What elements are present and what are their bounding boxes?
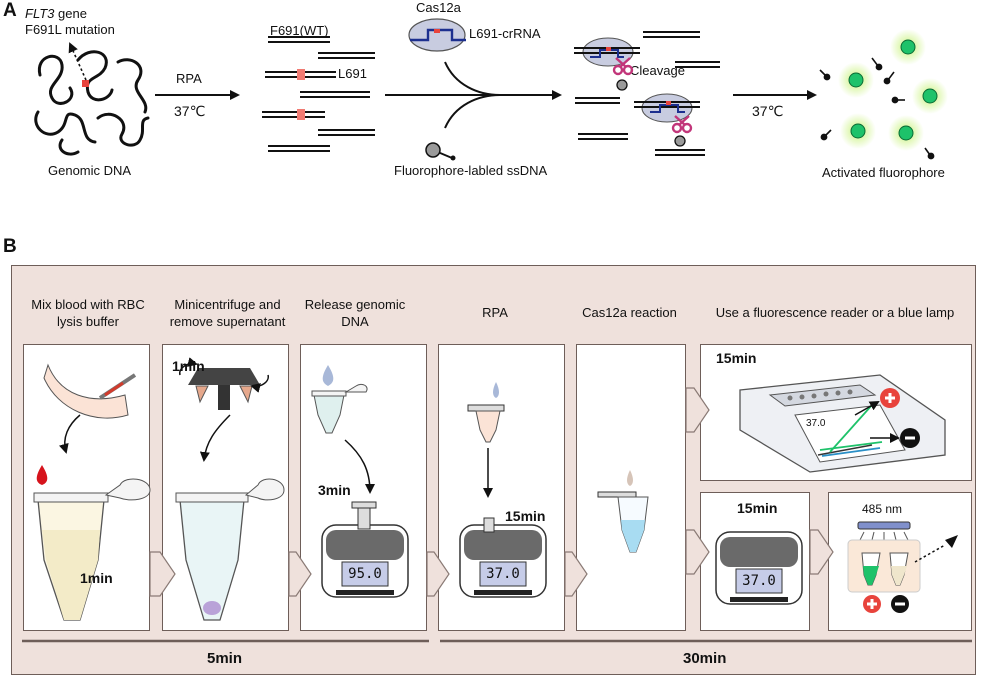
time-rpa: 15min	[505, 508, 546, 524]
mutation-marker	[82, 80, 89, 87]
positive-arrow	[854, 401, 880, 416]
reader-display-text: 37.0	[806, 418, 826, 429]
gene-suffix: gene	[54, 6, 87, 21]
arm-syringe-icon	[43, 363, 137, 419]
time-mix: 1min	[80, 570, 113, 586]
tube-icon-pellet	[175, 478, 285, 621]
activated-fluorophore-icons	[838, 29, 948, 151]
step-title-rpa: RPA	[482, 305, 508, 320]
scissors-icon	[612, 57, 634, 76]
time-lamp: 15min	[737, 500, 778, 516]
curved-arrow	[199, 414, 231, 462]
wt-label: F691(WT)	[270, 23, 329, 38]
cas12a-bound-icon	[634, 93, 700, 123]
rpa-label: RPA	[176, 71, 202, 86]
heater-block-icon	[459, 517, 547, 598]
gene-label: FLT3 gene	[25, 6, 87, 21]
probe-label: Fluorophore-labled ssDNA	[394, 163, 548, 178]
mutation-pointer	[68, 42, 87, 81]
panel-a-illustration	[34, 18, 948, 161]
time-release: 3min	[318, 482, 351, 498]
cas12a-bound-icon	[574, 37, 640, 67]
quencher-fragments	[819, 57, 935, 160]
merge-curve	[444, 94, 501, 129]
heater-display-2-text: 37.0	[486, 566, 520, 582]
wavelength-label: 485 nm	[862, 502, 903, 516]
negative-icon	[900, 428, 920, 448]
genomic-dna-icon	[34, 50, 150, 156]
heater-display-3-text: 37.0	[742, 573, 776, 589]
centrifuge-icon	[179, 357, 269, 410]
time-reader: 15min	[716, 350, 757, 366]
negative-icon	[891, 595, 909, 613]
mutation-label: F691L mutation	[25, 22, 115, 37]
panel-a-letter: A	[3, 0, 17, 21]
temp1-label: 37℃	[174, 103, 206, 119]
step-title-readout: Use a fluorescence reader or a blue lamp	[715, 305, 955, 320]
merge-curve	[444, 61, 501, 96]
amplicon-pool-icon	[262, 36, 375, 152]
temp2-label: 37℃	[752, 103, 784, 119]
curved-arrow	[58, 414, 81, 454]
cas12a-label: Cas12a	[416, 0, 461, 15]
cas12a-tube-icon	[597, 470, 649, 553]
heater-block-icon	[321, 501, 409, 598]
step-title-spin: Minicentrifuge and remove supernatant	[169, 297, 286, 329]
fluorophore-probe-icon	[425, 142, 456, 161]
cas12a-icon	[408, 18, 466, 52]
eye-icon	[945, 535, 958, 548]
blue-lamp-icon	[847, 521, 921, 593]
genomic-dna-label: Genomic DNA	[48, 163, 132, 178]
eye-arrow	[914, 544, 946, 563]
tube-icon-blood	[33, 478, 151, 621]
heater-display-1-text: 95.0	[348, 566, 382, 582]
positive-icon	[863, 595, 881, 613]
amplicon-mutation-marker	[297, 69, 305, 80]
scissors-icon	[671, 115, 693, 134]
cleavage-scene	[575, 31, 720, 156]
cleavage-label: Cleavage	[630, 63, 685, 78]
l691-label: L691	[338, 66, 367, 81]
step-title-mix: Mix blood with RBC lysis buffer	[31, 297, 145, 329]
total-time-left: 5min	[207, 650, 243, 667]
gene-name: FLT3	[25, 6, 55, 21]
reagent-drop-icon	[322, 365, 334, 386]
curved-arrow	[344, 439, 375, 494]
step-title-release: Release genomic DNA	[304, 297, 406, 329]
panel-b-letter: B	[3, 236, 17, 257]
pipette-tube-icon	[467, 382, 505, 443]
crrna-label: L691-crRNA	[469, 26, 541, 41]
total-time-right: 30min	[683, 650, 727, 667]
amplicon-mutation-marker	[297, 109, 305, 120]
small-tube-icon	[311, 383, 368, 434]
plate-reader-icon	[739, 374, 946, 473]
step-box-cas12a	[576, 344, 686, 631]
probe-fragment-icon	[616, 79, 628, 91]
step-title-cas12a: Cas12a reaction	[582, 305, 677, 320]
heater-block-icon	[715, 531, 803, 605]
blood-drop-icon	[36, 465, 48, 485]
activated-label: Activated fluorophore	[822, 165, 945, 180]
panel-b-illustration	[22, 357, 972, 643]
flow-chevrons	[149, 387, 834, 597]
probe-fragment-icon	[674, 135, 686, 147]
time-spin: 1min	[172, 358, 205, 374]
positive-icon	[880, 388, 900, 408]
